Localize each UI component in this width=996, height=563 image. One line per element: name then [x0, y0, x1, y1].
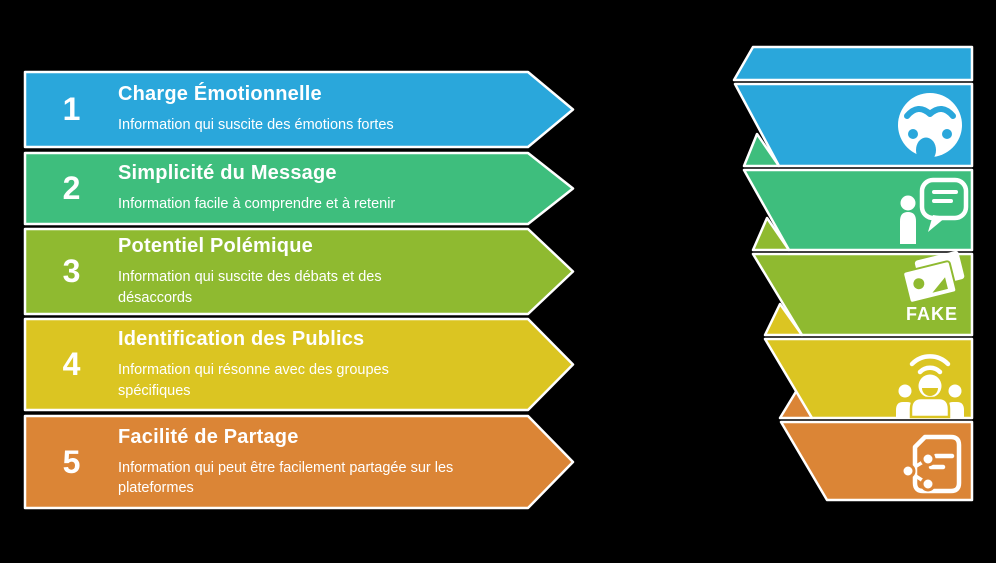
criteria-row-4: 4 Identification des Publics Information…	[25, 319, 530, 410]
criteria-arrows	[23, 70, 575, 510]
ribbon-fold-4	[763, 302, 804, 337]
criteria-row-2: 2 Simplicité du Message Information faci…	[25, 153, 530, 224]
criteria-description: Information qui peut être facilement par…	[118, 459, 454, 496]
criteria-number: 1	[62, 91, 81, 127]
arrow-bar-5	[23, 414, 575, 510]
criteria-title: Charge Émotionnelle	[118, 83, 322, 106]
criteria-description: Information qui suscite des émotions for…	[118, 117, 394, 134]
criteria-description: Information qui résonne avec des groupes…	[118, 362, 389, 399]
person-speech-bubble-icon	[900, 177, 969, 244]
criteria-title: Simplicité du Message	[118, 162, 337, 185]
criteria-row-1: 1 Charge Émotionnelle Information qui su…	[25, 72, 530, 147]
arrow-bar-2	[23, 151, 575, 226]
criteria-title: Potentiel Polémique	[118, 235, 313, 258]
ribbon-fold-2	[742, 132, 781, 168]
criteria-number: 4	[62, 346, 81, 382]
broadcast-people-icon	[896, 354, 964, 419]
arrow-bar-1	[23, 70, 575, 149]
criteria-number: 2	[62, 170, 81, 206]
fake-news-icon: FAKE	[902, 250, 965, 324]
criteria-description: Information facile à comprendre et à ret…	[118, 196, 396, 213]
criteria-number: 5	[62, 443, 81, 480]
criteria-title: Identification des Publics	[118, 328, 365, 351]
criteria-row-3: 3 Potentiel Polémique Information qui su…	[25, 229, 530, 314]
fake-label: FAKE	[906, 304, 958, 324]
criteria-row-5: 5 Facilité de Partage Information qui pe…	[25, 416, 530, 508]
criteria-description: Information qui suscite des débats et de…	[118, 269, 382, 306]
criteria-title: Facilité de Partage	[118, 425, 299, 448]
ribbon-band-5	[779, 420, 974, 502]
ribbon-fold-3	[751, 216, 791, 252]
ribbon-top-flap	[732, 45, 974, 82]
arrow-bar-4	[23, 317, 575, 412]
criteria-number: 3	[62, 253, 81, 289]
arrow-bar-3	[23, 227, 575, 316]
shocked-face-icon	[898, 93, 962, 163]
share-document-icon	[900, 434, 962, 494]
